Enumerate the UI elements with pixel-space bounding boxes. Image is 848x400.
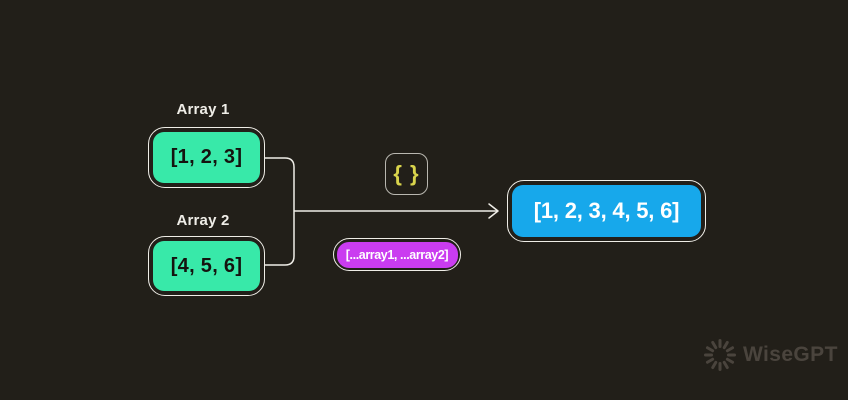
object-braces-badge: { } [385, 153, 428, 195]
array2-label: Array 2 [176, 212, 230, 229]
array1-box: [1, 2, 3] [148, 127, 265, 188]
array2-box: [4, 5, 6] [148, 236, 265, 296]
wisegpt-logo: WiseGPT [702, 337, 838, 373]
braces-icon: { } [393, 161, 420, 186]
spread-syntax-text: [...array1, ...array2] [336, 241, 458, 268]
array1-label: Array 1 [176, 101, 230, 118]
result-value: [1, 2, 3, 4, 5, 6] [512, 185, 701, 237]
hex-burst-icon [704, 339, 736, 371]
result-box: [1, 2, 3, 4, 5, 6] [507, 180, 706, 242]
array1-value: [1, 2, 3] [153, 132, 260, 183]
array2-value: [4, 5, 6] [153, 241, 260, 291]
wisegpt-logo-text: WiseGPT [743, 343, 838, 366]
spread-syntax-badge: [...array1, ...array2] [333, 238, 461, 271]
